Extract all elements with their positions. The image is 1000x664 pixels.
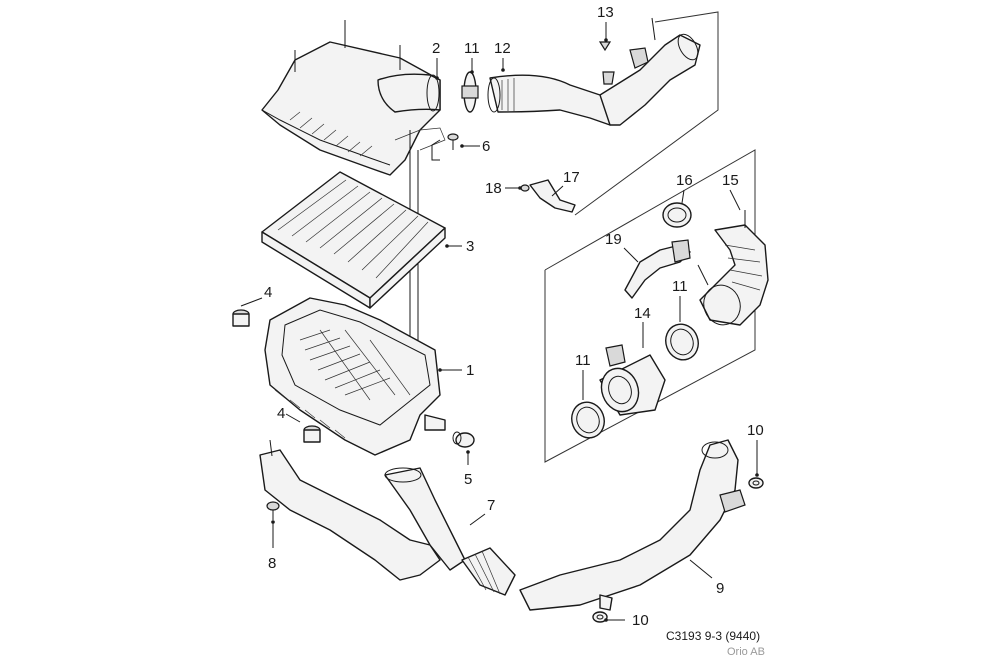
callout-19: 19 <box>605 231 622 248</box>
callout-2: 2 <box>432 40 440 57</box>
callout-15: 15 <box>722 172 739 189</box>
hose-clamp-16 <box>662 202 692 228</box>
screw-8 <box>266 501 280 520</box>
callout-4-lower: 4 <box>277 405 285 422</box>
screw-18 <box>520 184 530 192</box>
air-cleaner-lid <box>261 20 446 350</box>
callout-11-top: 11 <box>464 40 480 57</box>
intake-hose-15 <box>699 210 769 326</box>
mass-air-flow-sensor <box>599 344 666 416</box>
bellows-hose-12 <box>487 74 621 126</box>
callout-14: 14 <box>634 305 651 322</box>
callout-12: 12 <box>494 40 511 57</box>
hose-clamp-11-left <box>571 401 605 439</box>
callout-18: 18 <box>485 180 502 197</box>
callout-5: 5 <box>464 471 472 488</box>
grommet-4-lower <box>303 425 321 443</box>
callout-6: 6 <box>482 138 490 155</box>
grommet-10-bottom <box>592 611 608 623</box>
callout-7: 7 <box>487 497 495 514</box>
callout-13: 13 <box>597 4 614 21</box>
air-filter-element <box>261 171 446 309</box>
callout-9: 9 <box>716 580 724 597</box>
callout-11-left: 11 <box>575 352 591 369</box>
callout-10-right: 10 <box>747 422 764 439</box>
intake-duct-7 <box>259 439 466 581</box>
hose-clamp-top <box>461 71 479 113</box>
callout-16: 16 <box>676 172 693 189</box>
air-cleaner-housing <box>264 297 446 456</box>
leader-lines <box>240 22 759 622</box>
callout-17: 17 <box>563 169 580 186</box>
screw-6 <box>431 133 459 161</box>
callout-8: 8 <box>268 555 276 572</box>
grommet-10-right <box>748 477 764 489</box>
bellows-coupler <box>461 547 516 596</box>
subassembly-frame-upper <box>574 11 719 216</box>
callout-1: 1 <box>466 362 474 379</box>
grommet-4-upper <box>232 309 250 327</box>
callout-4-upper: 4 <box>264 284 272 301</box>
publisher-label: Orio AB <box>727 646 765 658</box>
intake-pipe-9 <box>519 439 746 611</box>
callout-10-bottom: 10 <box>632 612 649 629</box>
callout-3: 3 <box>466 238 474 255</box>
hose-clamp-11-mid <box>665 323 699 361</box>
callout-labels: 2 11 12 13 6 18 17 3 4 1 4 5 7 8 9 10 10… <box>264 4 764 629</box>
breather-hose-19 <box>624 239 709 299</box>
subassembly-frame-right <box>544 149 756 463</box>
callout-11-mid: 11 <box>672 278 688 295</box>
intake-pipe-upper <box>599 17 701 126</box>
diagram-reference-code: C3193 9-3 (9440) <box>666 629 761 643</box>
bracket-13 <box>598 41 615 85</box>
bushing-5 <box>452 431 475 448</box>
